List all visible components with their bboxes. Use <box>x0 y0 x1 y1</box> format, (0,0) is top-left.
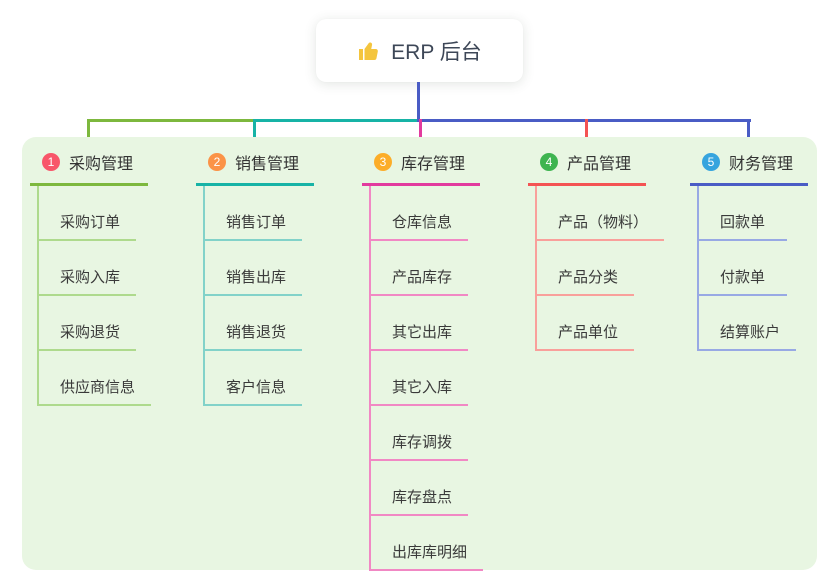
child-node[interactable]: 结算账户 <box>699 296 797 351</box>
branch-header-2[interactable]: 2 销售管理 <box>196 150 314 186</box>
child-node[interactable]: 销售订单 <box>205 186 303 241</box>
branch-children: 产品（物料）产品分类产品单位 <box>535 186 665 351</box>
child-node[interactable]: 产品分类 <box>537 241 635 296</box>
connector-drop <box>253 119 256 146</box>
connector-drop <box>419 119 422 146</box>
root-title: ERP 后台 <box>391 40 482 64</box>
connector-drop <box>585 119 588 146</box>
child-node[interactable]: 销售出库 <box>205 241 303 296</box>
root-node[interactable]: ERP 后台 <box>316 19 523 82</box>
child-node[interactable]: 采购入库 <box>39 241 137 296</box>
branch-index-badge: 3 <box>374 153 392 171</box>
connector-bus-segment <box>417 119 751 122</box>
child-node[interactable]: 产品（物料） <box>537 186 665 241</box>
branch-column-1: 1 采购管理采购订单采购入库采购退货供应商信息 <box>30 150 152 406</box>
branch-column-3: 3 库存管理仓库信息产品库存其它出库其它入库库存调拨库存盘点出库库明细 <box>362 150 484 571</box>
branch-children: 销售订单销售出库销售退货客户信息 <box>203 186 314 406</box>
child-node[interactable]: 销售退货 <box>205 296 303 351</box>
connector-drop <box>747 119 750 146</box>
child-node[interactable]: 产品单位 <box>537 296 635 351</box>
branches-panel: 1 采购管理采购订单采购入库采购退货供应商信息 2 销售管理销售订单销售出库销售退货客… <box>22 137 817 571</box>
branch-index-badge: 4 <box>540 153 558 171</box>
child-node[interactable]: 采购订单 <box>39 186 137 241</box>
branch-column-4: 4 产品管理产品（物料）产品分类产品单位 <box>528 150 665 351</box>
child-node[interactable]: 库存调拨 <box>371 406 469 461</box>
branch-column-2: 2 销售管理销售订单销售出库销售退货客户信息 <box>196 150 314 406</box>
branch-index-badge: 2 <box>208 153 226 171</box>
child-node[interactable]: 仓库信息 <box>371 186 469 241</box>
thumbs-up-icon <box>359 41 379 60</box>
child-node[interactable]: 供应商信息 <box>39 351 152 406</box>
branch-column-5: 5 财务管理回款单付款单结算账户 <box>690 150 808 351</box>
branch-header-4[interactable]: 4 产品管理 <box>528 150 646 186</box>
branch-header-1[interactable]: 1 采购管理 <box>30 150 148 186</box>
child-node[interactable]: 回款单 <box>699 186 787 241</box>
branch-index-badge: 5 <box>702 153 720 171</box>
child-node[interactable]: 其它入库 <box>371 351 469 406</box>
branch-header-3[interactable]: 3 库存管理 <box>362 150 480 186</box>
branch-header-5[interactable]: 5 财务管理 <box>690 150 808 186</box>
branch-title: 销售管理 <box>235 156 300 173</box>
child-node[interactable]: 付款单 <box>699 241 787 296</box>
child-node[interactable]: 客户信息 <box>205 351 303 406</box>
connector-drop <box>87 119 90 146</box>
branch-title: 采购管理 <box>69 156 134 173</box>
connector-bus-segment <box>88 119 256 122</box>
branch-children: 采购订单采购入库采购退货供应商信息 <box>37 186 152 406</box>
branch-title: 财务管理 <box>729 156 794 173</box>
child-node[interactable]: 采购退货 <box>39 296 137 351</box>
branch-children: 回款单付款单结算账户 <box>697 186 808 351</box>
child-node[interactable]: 库存盘点 <box>371 461 469 516</box>
child-node[interactable]: 其它出库 <box>371 296 469 351</box>
child-node[interactable]: 产品库存 <box>371 241 469 296</box>
branch-title: 库存管理 <box>401 156 466 173</box>
branch-children: 仓库信息产品库存其它出库其它入库库存调拨库存盘点出库库明细 <box>369 186 484 571</box>
child-node[interactable]: 出库库明细 <box>371 516 484 571</box>
branch-index-badge: 1 <box>42 153 60 171</box>
connector-bus-segment <box>255 119 420 122</box>
connector-stem <box>417 82 420 122</box>
branch-title: 产品管理 <box>567 156 632 173</box>
